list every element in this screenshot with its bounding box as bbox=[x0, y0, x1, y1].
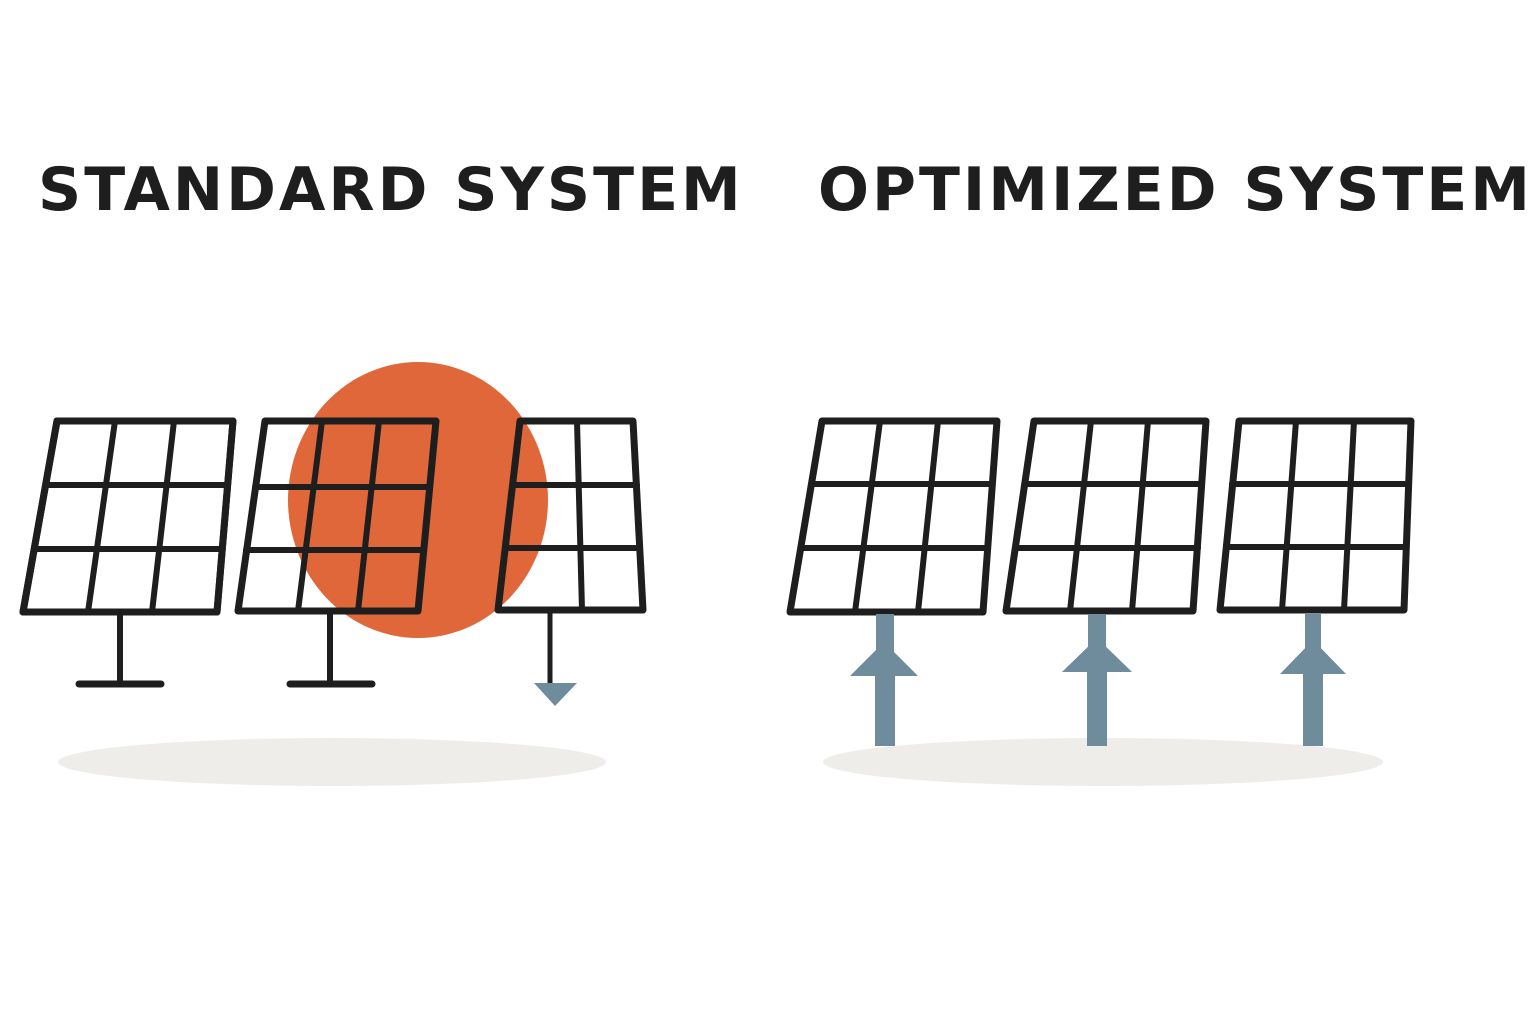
ground-shadow-standard bbox=[58, 738, 606, 786]
solar-panel-icon bbox=[234, 417, 440, 615]
solar-panel-icon bbox=[786, 417, 1001, 616]
solar-panel-icon bbox=[1216, 417, 1415, 614]
up-arrow-icon bbox=[1280, 614, 1346, 746]
standard-panel-1 bbox=[19, 417, 237, 688]
standard-panel-3 bbox=[494, 417, 647, 687]
down-arrow-icon bbox=[534, 683, 577, 706]
solar-panel-icon bbox=[494, 417, 647, 614]
up-arrow-icon bbox=[1062, 614, 1132, 746]
up-arrow-icon bbox=[850, 614, 918, 746]
ground-shadow-optimized bbox=[823, 738, 1383, 786]
optimized-system-heading: OPTIMIZED SYSTEM bbox=[818, 155, 1533, 225]
optimized-panel-2 bbox=[1002, 417, 1210, 615]
optimized-panel-3 bbox=[1216, 417, 1415, 614]
standard-system-heading: STANDARD SYSTEM bbox=[38, 155, 744, 225]
sun-icon bbox=[288, 362, 548, 638]
solar-panel-icon bbox=[1002, 417, 1210, 615]
optimized-panel-1 bbox=[786, 417, 1001, 616]
solar-panel-icon bbox=[19, 417, 237, 616]
standard-panel-2 bbox=[234, 417, 440, 688]
